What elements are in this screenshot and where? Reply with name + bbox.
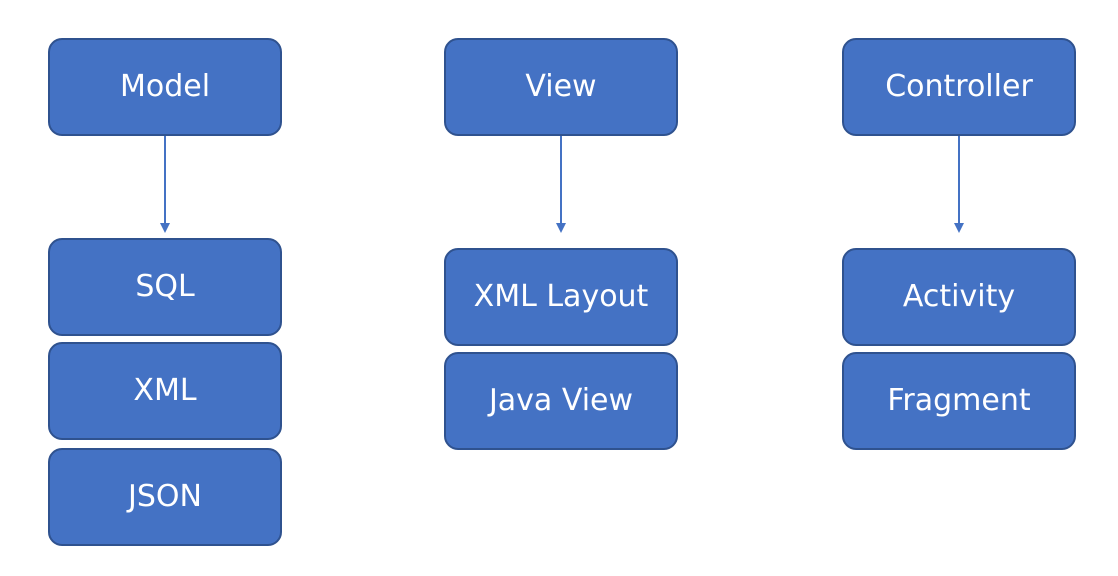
fragment-box: Fragment (842, 352, 1076, 450)
view-label: View (525, 69, 597, 104)
activity-box: Activity (842, 248, 1076, 346)
fragment-label: Fragment (887, 383, 1031, 418)
xml-box: XML (48, 342, 282, 440)
view-box: View (444, 38, 678, 136)
model-label: Model (119, 69, 211, 104)
java-view-box: Java View (444, 352, 678, 450)
xml-label: XML (133, 373, 197, 408)
controller-label: Controller (885, 69, 1033, 104)
sql-box: SQL (48, 238, 282, 336)
xml-layout-box: XML Layout (444, 248, 678, 346)
sql-label: SQL (135, 269, 195, 304)
model-box: Model (48, 38, 282, 136)
json-box: JSON (48, 448, 282, 546)
json-label: JSON (128, 479, 202, 514)
xml-layout-label: XML Layout (473, 279, 649, 314)
controller-box: Controller (842, 38, 1076, 136)
activity-label: Activity (902, 279, 1016, 314)
java-view-label: Java View (488, 383, 634, 418)
